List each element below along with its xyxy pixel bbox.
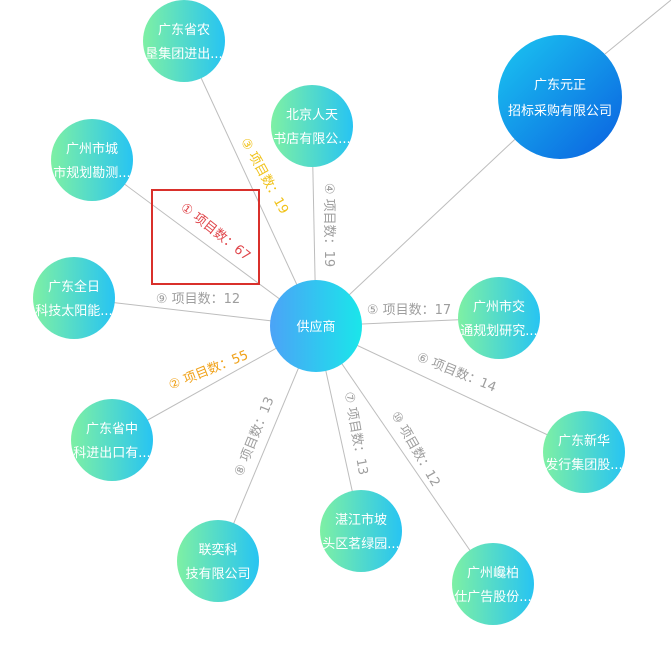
center-node-label: 供应商	[296, 319, 335, 335]
company-node-label: 技有限公司	[185, 567, 250, 582]
company-node-label: 仕广告股份...	[454, 590, 531, 605]
company-node-label: 广东全日	[48, 279, 100, 295]
company-node-label: 科技太阳能...	[35, 304, 112, 319]
company-node-label: 科进出口有...	[73, 446, 150, 461]
edge-line	[315, 325, 585, 453]
company-node-label: 垦集团进出...	[145, 46, 222, 62]
company-node[interactable]: 湛江市坡头区茗绿园...	[320, 490, 402, 572]
company-node-label: 广州市城	[66, 141, 118, 157]
company-node-label: 北京人天	[286, 108, 338, 123]
edge-label: ⑩ 项目数：12	[387, 409, 442, 490]
company-node-label: 广东省中	[86, 422, 138, 437]
company-node-label: 招标采购有限公司	[508, 103, 612, 119]
edge-label: ⑥ 项目数：14	[414, 350, 498, 396]
company-node-label: 头区茗绿园...	[322, 537, 399, 552]
company-node-label: 广东新华	[558, 433, 610, 449]
company-node[interactable]: 广东新华发行集团股...	[543, 411, 625, 493]
company-node-label: 湛江市坡	[335, 512, 387, 528]
highlight-box	[151, 189, 260, 285]
edge-line-offscreen	[604, 0, 671, 55]
edge-label: ⑧ 项目数：13	[232, 395, 278, 479]
edge-line	[183, 40, 317, 327]
company-node[interactable]: 广州市城市规划勘测...	[51, 119, 133, 201]
company-node-label: 市规划勘测...	[53, 165, 130, 181]
company-node-label: 广东元正	[534, 78, 586, 93]
company-node[interactable]: 广东省农垦集团进出...	[143, 0, 225, 82]
company-node-label: 广东省农	[158, 23, 210, 38]
edge-label: ⑤ 项目数：17	[367, 303, 451, 318]
company-node[interactable]: 广州巉柏仕广告股份...	[452, 543, 534, 625]
company-node-label: 书店有限公...	[273, 132, 350, 147]
edge-line	[91, 159, 317, 327]
company-node[interactable]: 广州市交通规划研究...	[458, 277, 540, 359]
edge-line	[315, 325, 494, 585]
company-node[interactable]: 广东全日科技太阳能...	[33, 257, 115, 339]
edge-label: ④ 项目数：19	[321, 183, 336, 267]
company-node-label: 广州巉柏	[467, 565, 519, 581]
edge-label: ⑨ 项目数：12	[156, 292, 240, 307]
company-node[interactable]: 广东省中科进出口有...	[71, 399, 153, 481]
company-node-label: 联奕科	[198, 542, 237, 558]
center-node[interactable]: 供应商	[270, 280, 362, 372]
edge-label: ⑦ 项目数：13	[341, 391, 370, 477]
company-node-label: 通规划研究...	[460, 324, 537, 339]
edge-label: ② 项目数：55	[167, 348, 251, 394]
company-node-label: 发行集团股...	[545, 457, 622, 473]
company-node-label: 广州市交	[473, 299, 525, 315]
company-node[interactable]: 北京人天书店有限公...	[271, 85, 353, 167]
